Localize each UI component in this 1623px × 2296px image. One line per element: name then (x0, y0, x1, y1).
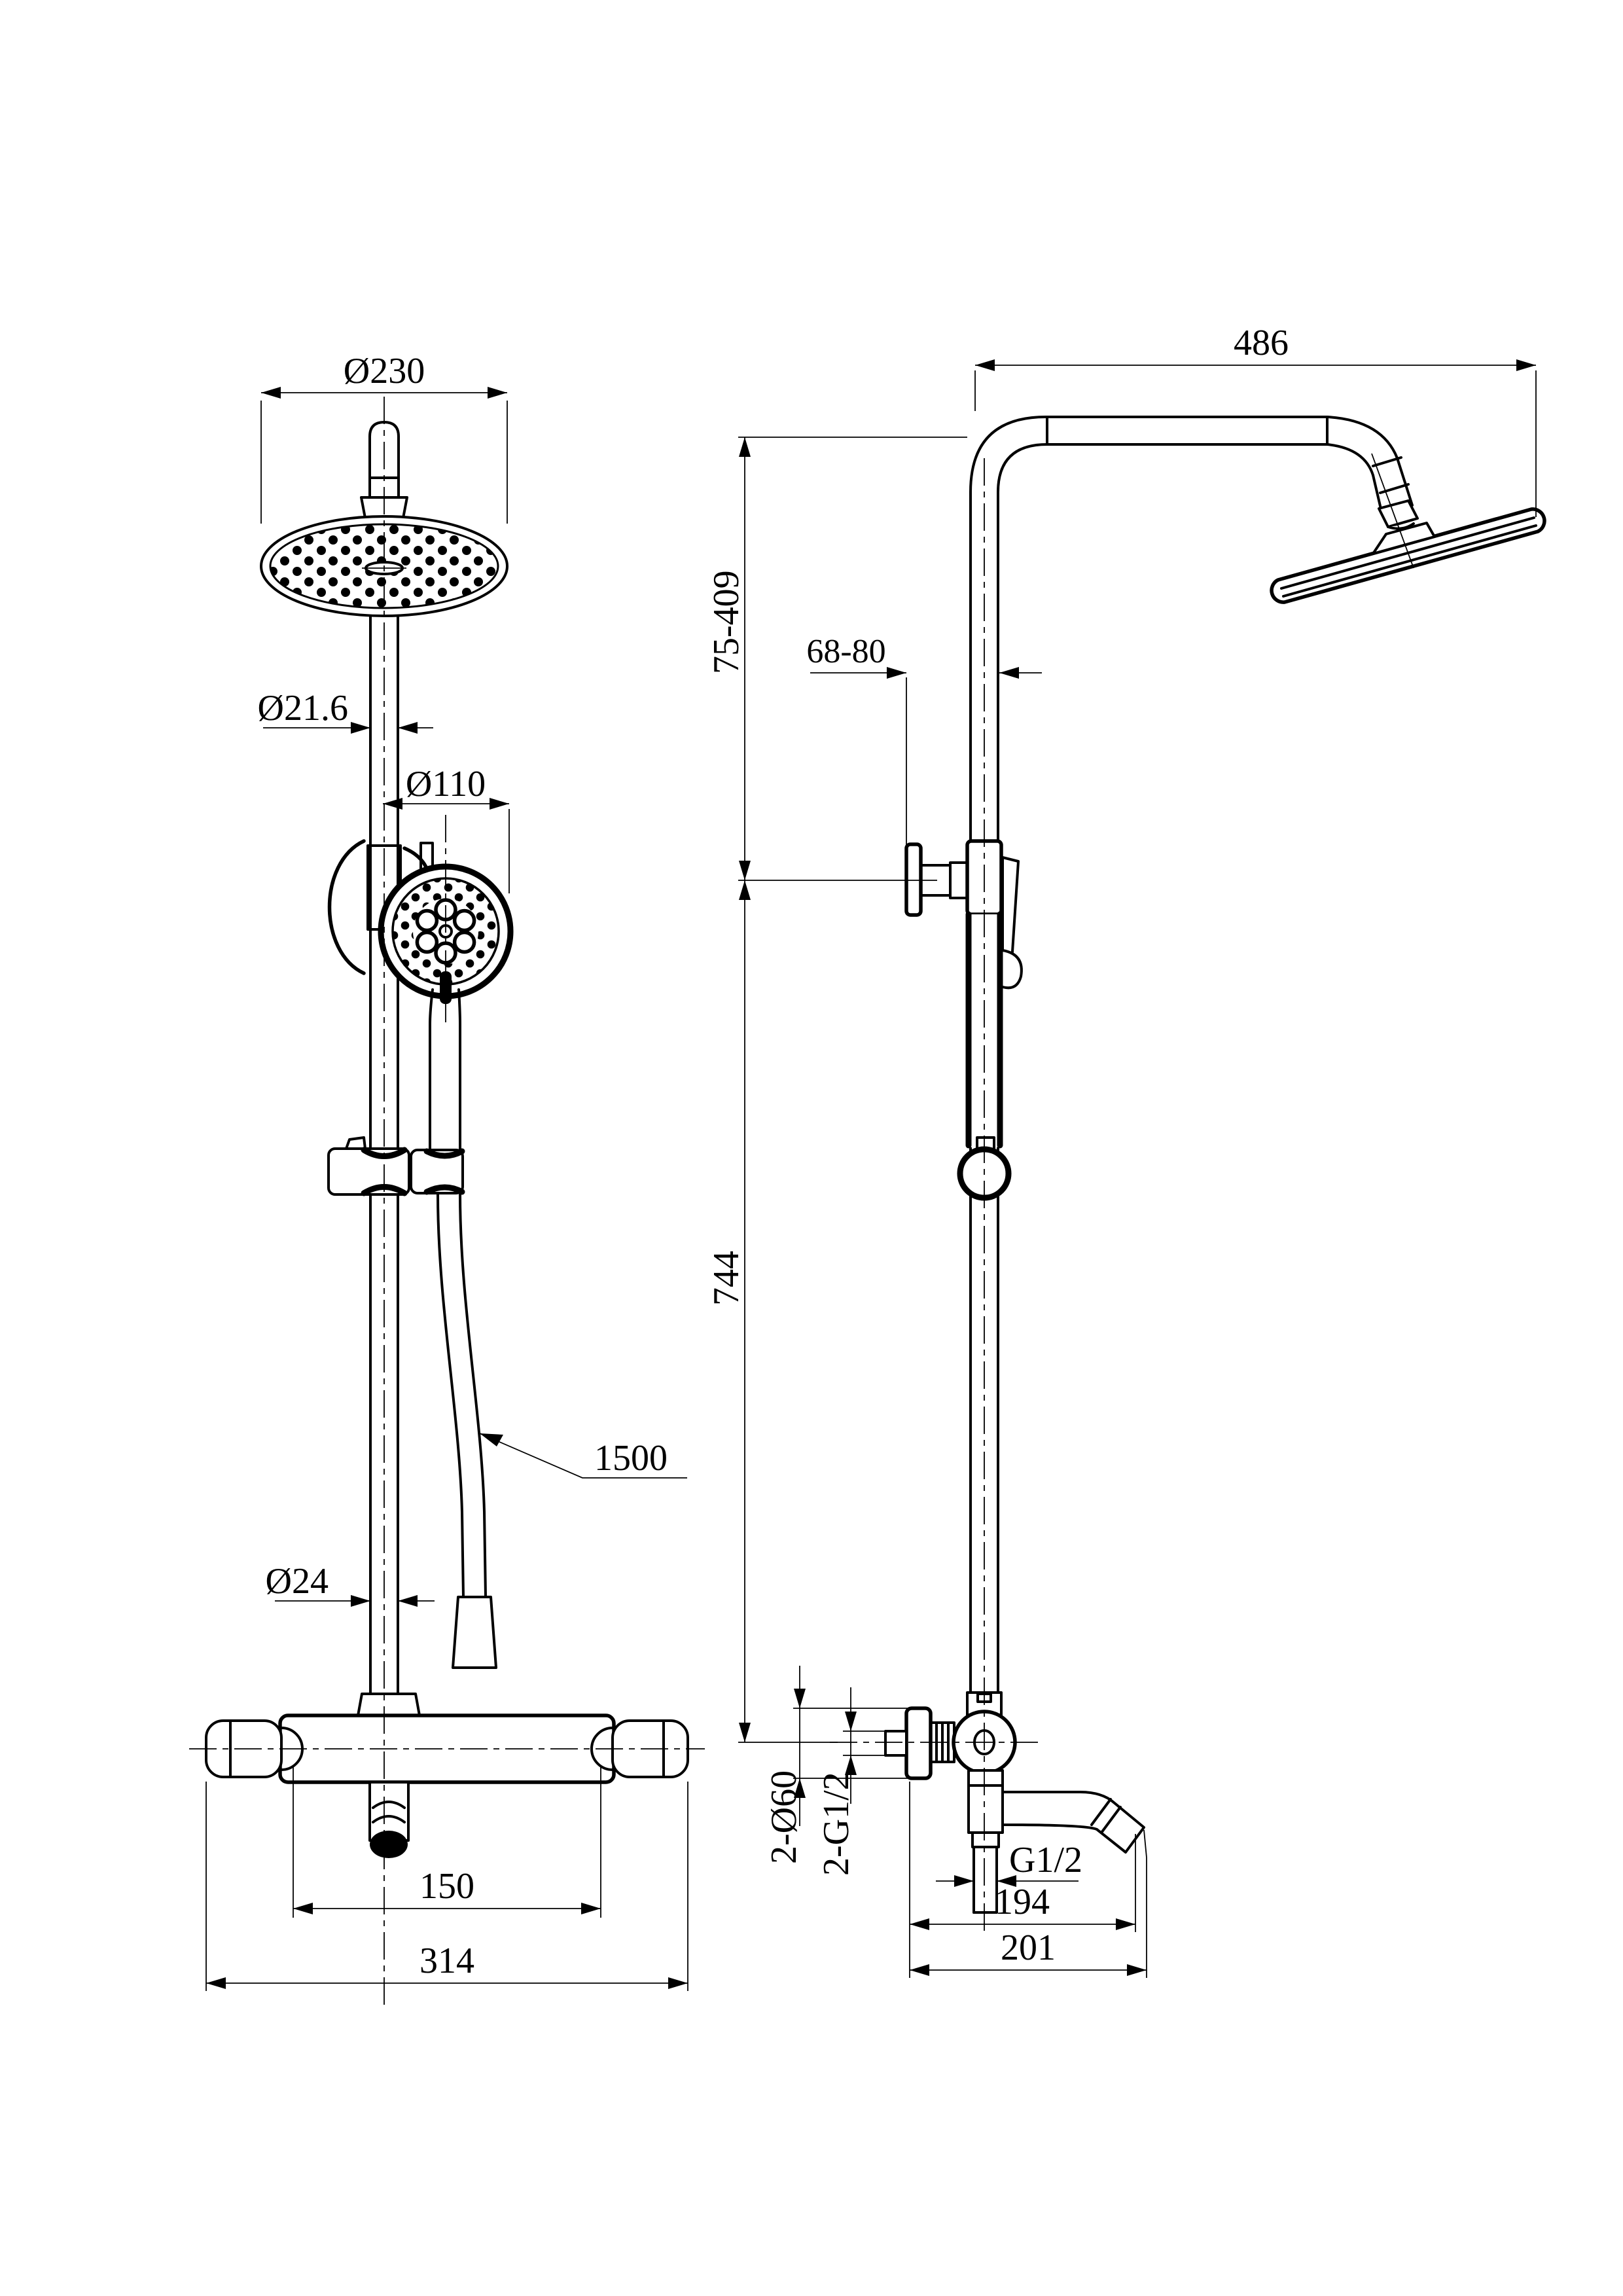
dim-label-outlet-thread: G1/2 (1009, 1840, 1082, 1880)
side-tub-spout (1001, 1791, 1145, 1854)
mixer-bottom-thread (972, 1846, 998, 1914)
dim-front-hose-length: 1500 (479, 1433, 687, 1479)
side-wall-bracket (904, 842, 970, 917)
dim-label-overall-width: 314 (419, 1941, 474, 1981)
inlet-thread-stub (884, 1730, 908, 1757)
dim-front-inlet-spacing: 150 (293, 1767, 601, 1918)
side-overhead-shower-head (1270, 507, 1546, 604)
dim-side-bracket-depth: 68-80 (806, 633, 1042, 846)
head-mounting-boss (1372, 522, 1436, 555)
dim-label-adjustable-height: 75-409 (706, 570, 747, 674)
dim-label-escutcheon: 2-Ø60 (764, 1770, 804, 1864)
hose-cone-fitting (452, 1596, 497, 1669)
mixer-wall-inlet (884, 1706, 955, 1780)
dim-front-hand-shower: Ø110 (383, 764, 510, 893)
dim-side-escutcheon: 2-Ø60 (764, 1666, 908, 1864)
side-view: 486 75-409 (706, 323, 1546, 1978)
dim-side-outlet-thread: G1/2 (936, 1840, 1082, 1887)
front-slider-bracket (327, 1136, 465, 1196)
slider-release-tab (345, 1136, 366, 1150)
head-swivel-nut (1378, 499, 1419, 528)
dim-front-pipe-lower: Ø24 (266, 1561, 435, 1607)
dim-label-inlet-spacing: 150 (419, 1866, 474, 1907)
front-shower-hose (437, 1193, 497, 1669)
dim-label-hand-shower: Ø110 (406, 764, 486, 804)
mixer-outlet-opening (370, 1831, 408, 1858)
side-arm-connector (1326, 416, 1419, 569)
dim-label-spout-reach-overall: 201 (1001, 1928, 1056, 1968)
dim-front-head-diameter: Ø230 (260, 351, 508, 524)
bracket-wall-flange (904, 842, 923, 917)
dim-label-hose-length: 1500 (594, 1438, 668, 1479)
dim-label-pipe-lower: Ø24 (266, 1561, 329, 1602)
dim-label-pipe-upper: Ø21.6 (258, 688, 348, 728)
front-view: Ø230 Ø21.6 (189, 351, 705, 2006)
dim-front-overall-width: 314 (205, 1782, 688, 1991)
side-shower-arm (969, 416, 1329, 493)
inlet-escutcheon (904, 1706, 933, 1780)
dim-label-arm-reach: 486 (1234, 323, 1289, 363)
dim-label-head-diameter: Ø230 (344, 351, 425, 391)
dim-label-bracket-depth: 68-80 (806, 633, 885, 670)
dim-label-spout-reach: 194 (995, 1882, 1050, 1922)
front-mixer-valve (205, 1693, 689, 1842)
side-hand-shower-holder (957, 839, 1023, 1201)
dim-side-adjustable-height: 75-409 (706, 437, 967, 880)
front-hand-shower-handle (429, 988, 461, 1151)
dim-side-column-height: 744 (706, 880, 937, 1743)
front-hand-shower (378, 815, 514, 1022)
dim-label-inlet-threads: 2-G1/2 (816, 1772, 857, 1876)
dim-label-column-height: 744 (706, 1251, 747, 1306)
dim-side-inlet-threads: 2-G1/2 (816, 1687, 885, 1876)
dim-side-spout-reach-overall: 201 (910, 1829, 1147, 1978)
dim-side-spout-reach: 194 (909, 1782, 1136, 1978)
dim-side-arm-reach: 486 (974, 323, 1537, 517)
dim-front-pipe-upper: Ø21.6 (258, 688, 433, 734)
